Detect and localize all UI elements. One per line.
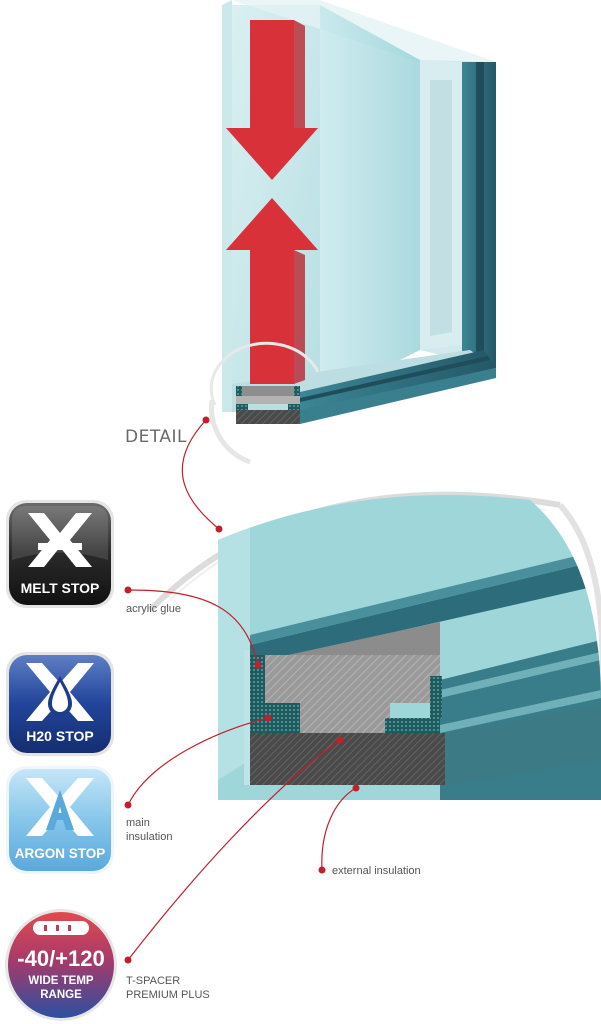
callout-t-spacer: T-SPACER PREMIUM PLUS [124,736,344,1001]
callout-dot [264,714,272,722]
argon-stop-badge: ARGON STOP [6,766,114,874]
spacer-profile-small [236,386,300,424]
callout-dot [352,784,360,792]
callout-dot [124,956,132,964]
callout-dot [124,801,132,809]
t-spacer-label-2: PREMIUM PLUS [126,989,210,1001]
h2o-stop-badge: H20 STOP [6,652,114,756]
callout-dot [336,736,344,744]
argon-icon [26,778,94,836]
water-drop-icon [26,663,94,721]
t-spacer-label-1: T-SPACER [126,975,180,987]
acrylic-glue-left [250,655,265,703]
h2o-stop-label: H20 STOP [26,728,93,744]
argon-stop-label: ARGON STOP [15,846,106,861]
temp-range-label-2: RANGE [40,989,82,1001]
callout-dot [202,416,210,424]
callout-external-insulation: external insulation [318,784,421,877]
window-illustration [209,0,496,465]
external-insulation [250,733,445,785]
t-spacer-body [265,655,440,703]
main-insulation-left [250,703,300,733]
callout-dot [124,586,132,594]
melt-stop-badge: MELT STOP [6,500,114,608]
thermometer-icon [33,921,89,935]
callout-acrylic-glue: acrylic glue [124,586,262,669]
callout-dot [318,866,326,874]
arrow-down-red [226,20,318,180]
wide-temp-range-badge: -40/+120 WIDE TEMP RANGE [5,909,117,1021]
spacer-detail-enlarged [147,491,601,800]
melt-stop-label: MELT STOP [21,580,100,596]
acrylic-glue-label: acrylic glue [126,603,181,615]
temp-range-value: -40/+120 [17,946,104,971]
detail-label: DETAIL [125,427,187,447]
main-insulation-label-2: insulation [126,831,172,843]
callout-main-insulation: main insulation [124,714,272,843]
melt-icon [28,513,92,567]
inner-glass-pane [320,5,420,400]
detail-circle [209,341,320,406]
callout-dot [254,661,262,669]
spacer-cross-section [244,650,601,785]
main-insulation-label-1: main [126,817,150,829]
external-insulation-label: external insulation [332,865,421,877]
temp-range-label-1: WIDE TEMP [28,975,93,987]
acrylic-glue-right [430,676,442,718]
callout-dot [215,525,223,533]
arrow-up-red [226,198,318,384]
